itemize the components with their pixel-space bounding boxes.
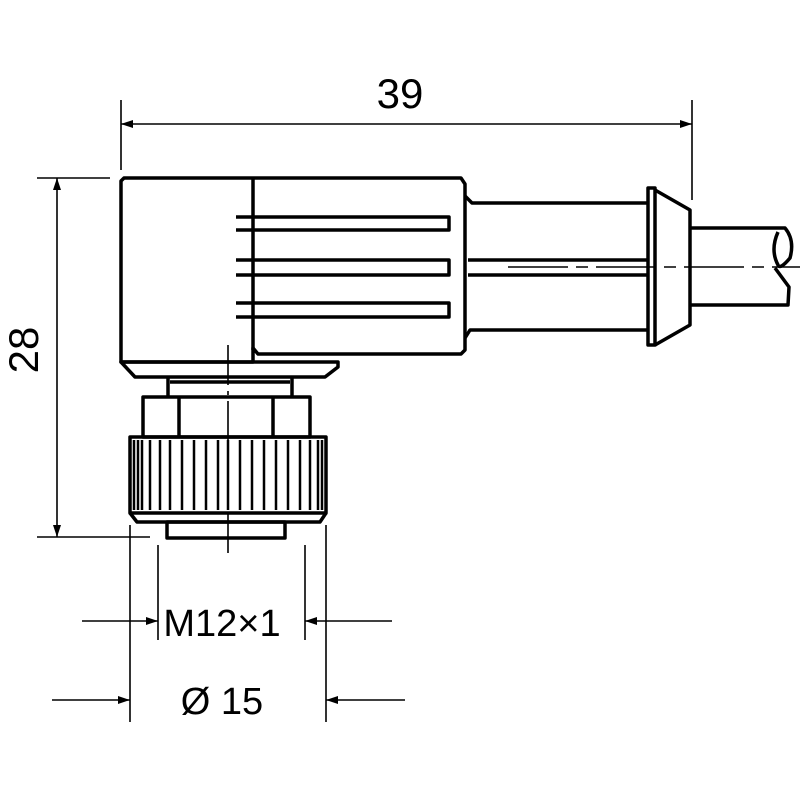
dimension-length bbox=[120, 100, 693, 200]
dim-height-label: 28 bbox=[0, 327, 47, 374]
dim-length-label: 39 bbox=[377, 70, 424, 117]
dim-diameter-label: Ø 15 bbox=[181, 681, 263, 723]
dimension-diameter bbox=[52, 525, 405, 722]
dimension-thread bbox=[82, 545, 392, 640]
dimension-height bbox=[37, 177, 150, 538]
connector-body bbox=[119, 176, 467, 555]
dim-thread-label: M12×1 bbox=[163, 603, 280, 645]
cable-section bbox=[463, 186, 800, 347]
